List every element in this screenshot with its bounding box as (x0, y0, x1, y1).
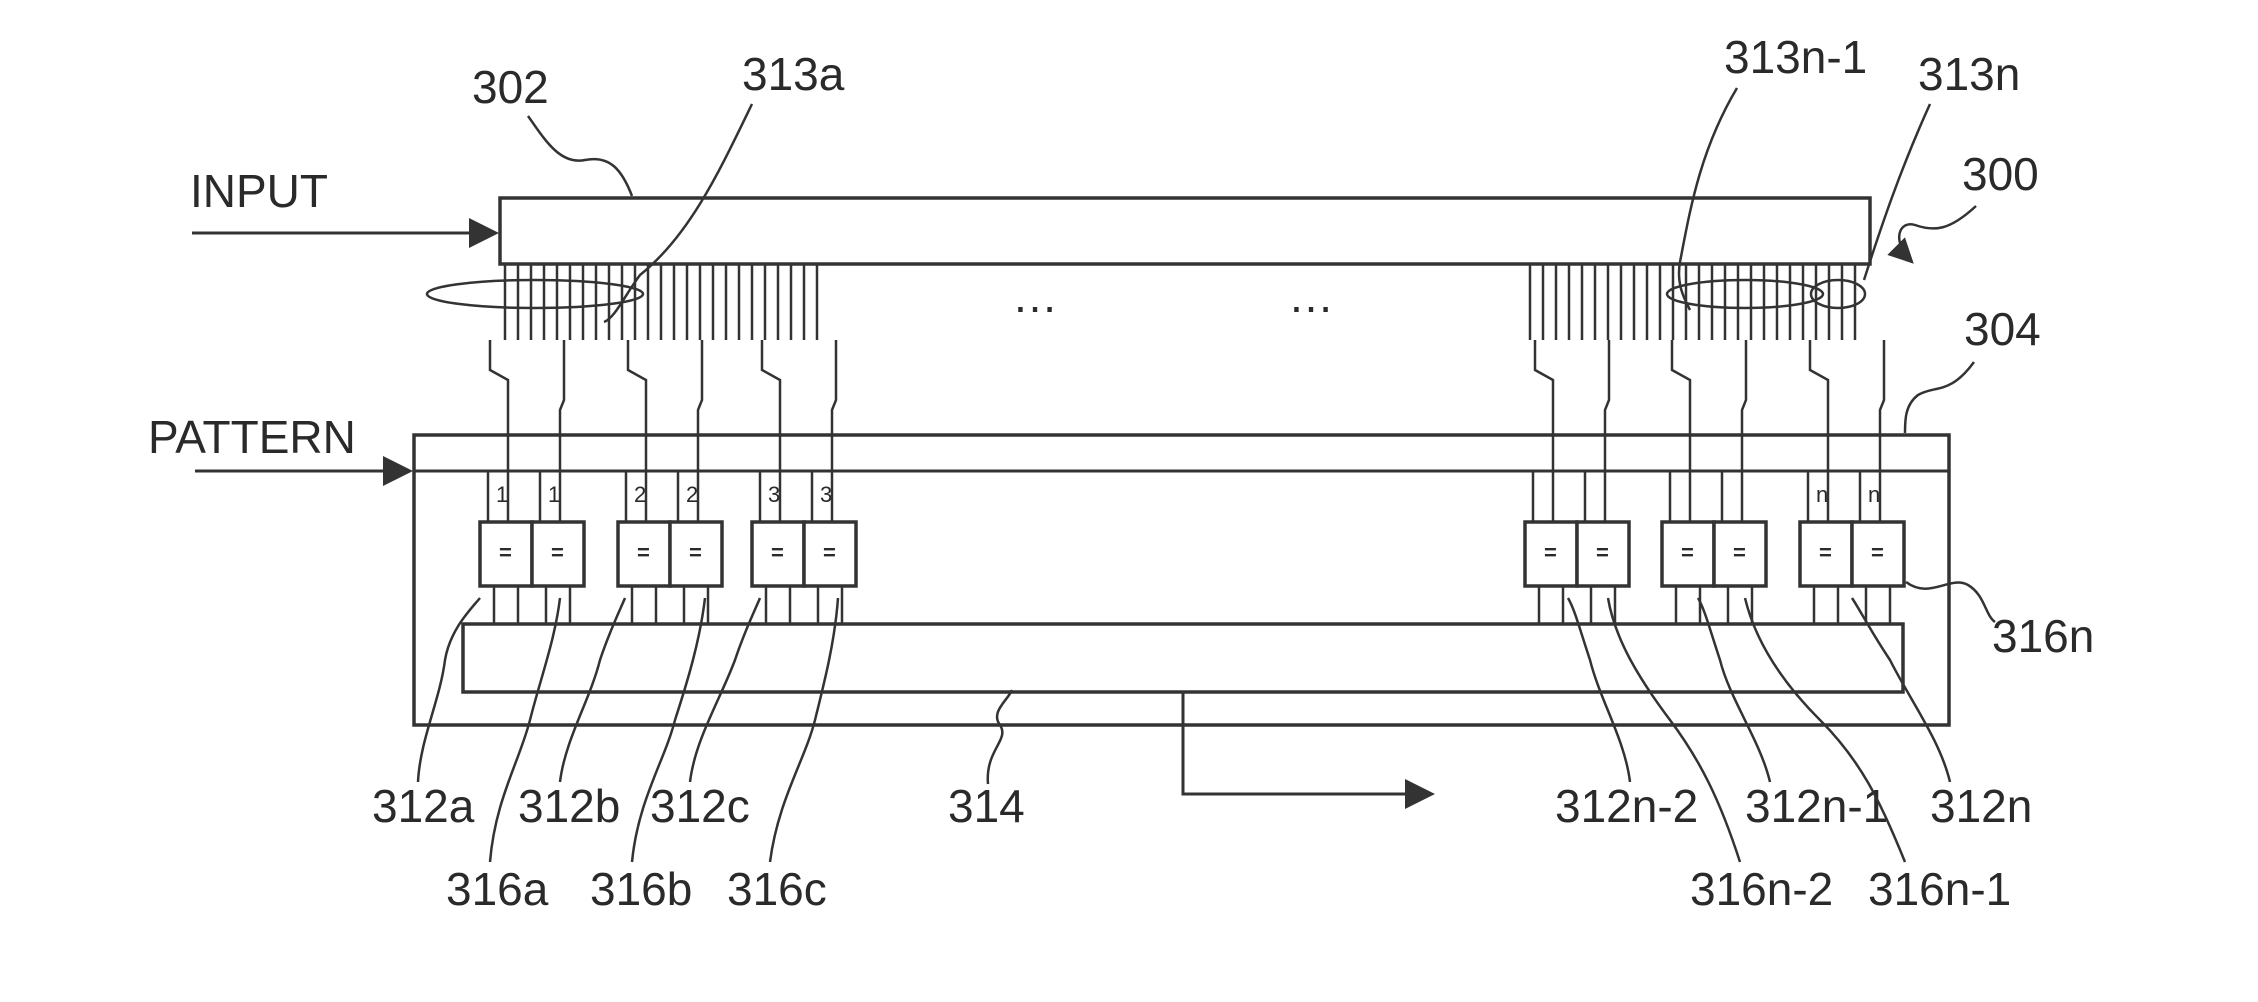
label-316a: 316a (446, 863, 549, 915)
comparator-index-label: n (1816, 482, 1828, 507)
comparator-symbol: = (1819, 540, 1832, 565)
comparator-symbol: = (1596, 540, 1609, 565)
selection-ellipse-313a (427, 280, 643, 308)
comparator-symbol: = (1544, 540, 1557, 565)
signal-wire (560, 340, 564, 522)
label-316n-2: 316n-2 (1690, 863, 1833, 915)
signal-taps (505, 264, 1855, 340)
selection-ellipse-313n-1 (1667, 280, 1823, 308)
input-bus-302 (500, 198, 1870, 264)
label-312n: 312n (1930, 780, 2032, 832)
signal-wire (1880, 340, 1884, 522)
ref-313a: 313a (742, 48, 845, 100)
leader-304 (1905, 362, 1974, 433)
comparator-symbol: = (689, 540, 702, 565)
label-312a: 312a (372, 780, 475, 832)
signal-wire (832, 340, 836, 522)
comparator-index-label: 1 (548, 482, 560, 507)
input-label: INPUT (190, 165, 328, 217)
ref-313n: 313n (1918, 48, 2020, 100)
bottom-labels: 312a 312b 312c 316a 316b 316c 312n-2 312… (372, 780, 2032, 915)
ellipsis-left: … (1012, 270, 1058, 322)
leader-300 (1899, 206, 1976, 262)
output-bus-314 (463, 624, 1903, 692)
comparator-index-label: 3 (820, 482, 832, 507)
comparator-symbol: = (499, 540, 512, 565)
pattern-label: PATTERN (148, 411, 356, 463)
ref-316n: 316n (1992, 610, 2094, 662)
ref-313n-1: 313n-1 (1724, 31, 1867, 83)
comparator-symbol: = (771, 540, 784, 565)
comparator-index-label: 2 (686, 482, 698, 507)
ref-300: 300 (1962, 148, 2039, 200)
comparator-symbol: = (1681, 540, 1694, 565)
selection-ellipse-313n (1811, 280, 1865, 308)
signal-wire (1742, 340, 1746, 522)
comparator-symbol: = (637, 540, 650, 565)
comparator-index-label: 3 (768, 482, 780, 507)
ref-304: 304 (1964, 303, 2041, 355)
comparator-index-label: 2 (634, 482, 646, 507)
comparator-index-label: n (1868, 482, 1880, 507)
ellipsis-right: … (1288, 270, 1334, 322)
leader-313n (1864, 104, 1930, 280)
leader-302 (528, 116, 632, 196)
comparator-symbol: = (823, 540, 836, 565)
signal-wire (1605, 340, 1609, 522)
comparator-symbol: = (1733, 540, 1746, 565)
ref-314: 314 (948, 780, 1025, 832)
ref-302: 302 (472, 61, 549, 113)
label-316b: 316b (590, 863, 692, 915)
label-312b: 312b (518, 780, 620, 832)
leader-314 (988, 690, 1012, 784)
label-312c: 312c (650, 780, 750, 832)
signal-wire (1672, 340, 1690, 522)
signal-wire (1535, 340, 1553, 522)
label-316n-1: 316n-1 (1868, 863, 2011, 915)
signal-wire (698, 340, 702, 522)
comparator-index-label: 1 (496, 482, 508, 507)
label-312n-1: 312n-1 (1745, 780, 1888, 832)
output-arrow (1183, 692, 1432, 794)
comparator-symbol: = (1871, 540, 1884, 565)
comparator-symbol: = (551, 540, 564, 565)
label-312n-2: 312n-2 (1555, 780, 1698, 832)
label-316c: 316c (727, 863, 827, 915)
